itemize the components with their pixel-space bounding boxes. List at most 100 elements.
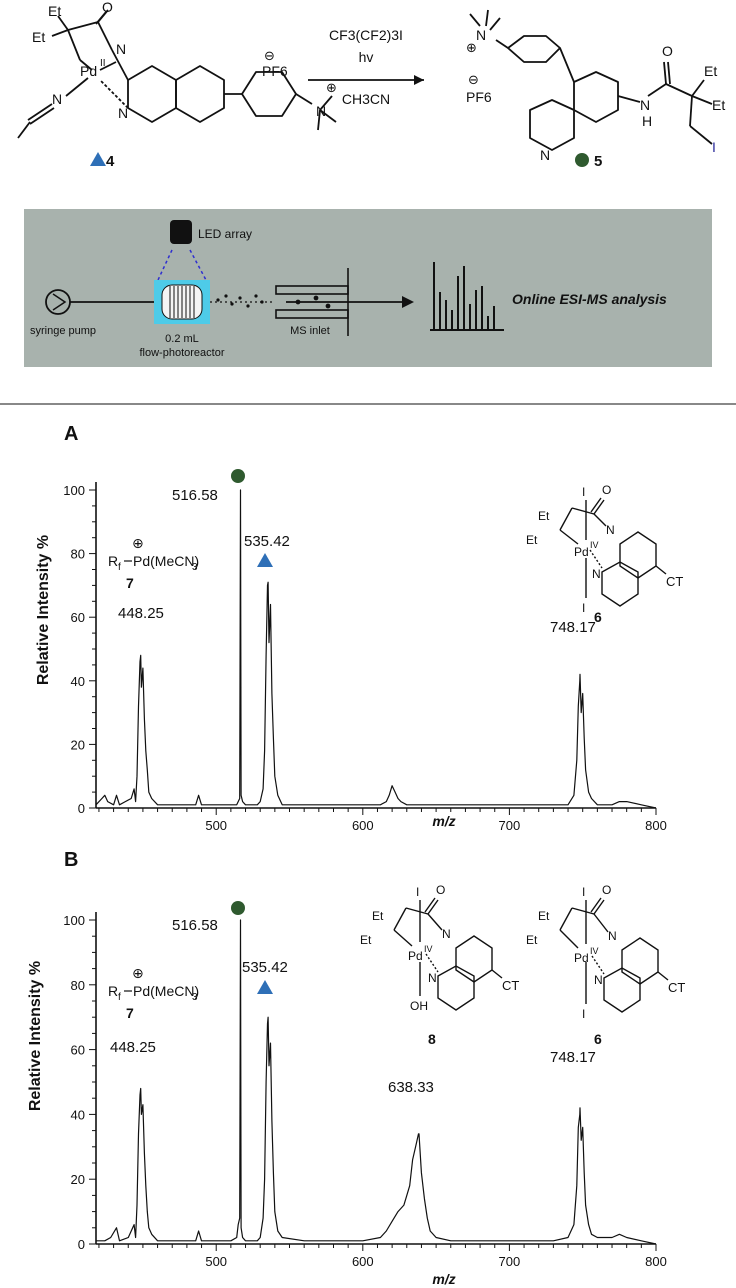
chart-a-y-tick-label-100: 100 bbox=[63, 483, 85, 498]
svg-text:R: R bbox=[108, 553, 118, 569]
product-counterion: PF6 bbox=[466, 89, 492, 105]
ms-spectrum-icon bbox=[430, 262, 504, 331]
reactant-pd-label: Pd bbox=[80, 63, 97, 79]
chart-b-complex-6-pd: Pd bbox=[574, 951, 589, 965]
product-amide-h: H bbox=[642, 113, 652, 129]
chart-b-spectrum-line bbox=[96, 919, 657, 1245]
reaction-arrow-head bbox=[414, 75, 424, 85]
photoreactor-coil-icon bbox=[161, 284, 203, 320]
chart-b-complex-6-number: 6 bbox=[594, 1031, 602, 1047]
chart-a-y-tick-label-60: 60 bbox=[71, 610, 85, 625]
chart-a-ylabel: Relative Intensity % bbox=[35, 535, 52, 685]
product-number: 5 bbox=[594, 153, 602, 170]
reagent-line-2: hv bbox=[359, 49, 374, 65]
chart-b-complex-7: R f Pd(MeCN) 3 ⊕ 7 bbox=[108, 965, 199, 1021]
chart-a-peak-label-516: 516.58 bbox=[172, 487, 218, 504]
chart-a-complex-6-et1: Et bbox=[538, 509, 550, 523]
product-circle-marker bbox=[575, 153, 589, 167]
chart-b-y-tick-label-60: 60 bbox=[71, 1043, 85, 1058]
chart-a-complex-6 bbox=[559, 497, 667, 607]
chart-b-y-tick-label-40: 40 bbox=[71, 1107, 85, 1122]
chart-b-complex-8-number: 8 bbox=[428, 1031, 436, 1047]
reactant-nitrile-n: N bbox=[52, 91, 62, 107]
svg-text:Pd(MeCN): Pd(MeCN) bbox=[133, 983, 199, 999]
chart-b-complex-6-n2: N bbox=[594, 973, 603, 987]
reactant-counterion: PF6 bbox=[262, 63, 288, 79]
chart-a-peak-label-535: 535.42 bbox=[244, 533, 290, 550]
chart-a-x-tick-label-800: 800 bbox=[645, 818, 667, 833]
ms-inlet-label: MS inlet bbox=[290, 325, 330, 337]
svg-text:⊕: ⊕ bbox=[132, 535, 144, 551]
chart-b-complex-8-ct: CT bbox=[502, 978, 519, 993]
photoreactor-label: flow-photoreactor bbox=[140, 347, 225, 359]
product-carbonyl-o: O bbox=[662, 43, 673, 59]
chart-b-peak-label-448: 448.25 bbox=[110, 1039, 156, 1056]
reagent-line-1: CF3(CF2)3I bbox=[329, 27, 403, 43]
chart-a-y-tick-label-20: 20 bbox=[71, 737, 85, 752]
svg-text:R: R bbox=[108, 983, 118, 999]
chart-b-peak-label-516: 516.58 bbox=[172, 917, 218, 934]
chart-a-peak-label-748: 748.17 bbox=[550, 619, 596, 636]
svg-text:⊕: ⊕ bbox=[132, 965, 144, 981]
chart-a-x-tick-label-600: 600 bbox=[352, 818, 374, 833]
experimental-setup: LED array syringe pump 0.2 mL flow-photo… bbox=[24, 209, 712, 367]
chart-a-complex-6-et2: Et bbox=[526, 533, 538, 547]
chart-b-complex-8-n: N bbox=[442, 927, 451, 941]
led-array-body bbox=[170, 220, 192, 244]
chart-a-circle-marker bbox=[231, 469, 245, 483]
chart-a-complex-7: R f Pd(MeCN) 3 ⊕ 7 bbox=[108, 535, 199, 591]
chart-b-peak-label-748: 748.17 bbox=[550, 1049, 596, 1066]
svg-text:f: f bbox=[118, 992, 121, 1003]
chart-b-xlabel: m/z bbox=[432, 1271, 455, 1287]
chart-b-x-tick-label-800: 800 bbox=[645, 1254, 667, 1269]
svg-text:3: 3 bbox=[192, 562, 198, 573]
reactant-et-label-2: Et bbox=[32, 29, 45, 45]
svg-text:7: 7 bbox=[126, 575, 134, 591]
setup-background bbox=[24, 209, 712, 367]
led-array-label: LED array bbox=[198, 227, 252, 241]
reagent-line-3: CH3CN bbox=[342, 91, 390, 107]
chart-b-complex-8 bbox=[393, 897, 503, 1011]
chart-b-peak-label-638: 638.33 bbox=[388, 1079, 434, 1096]
chart-b-complex-6-et2: Et bbox=[526, 933, 538, 947]
chart-a-complex-6-o: O bbox=[602, 483, 611, 497]
chart-b-y-tick-label-20: 20 bbox=[71, 1172, 85, 1187]
reactant-4-structure bbox=[17, 9, 337, 139]
chart-a-x-tick-label-500: 500 bbox=[205, 818, 227, 833]
chart-a-complex-6-ox: IV bbox=[590, 540, 599, 550]
chart-a-y-tick-label-80: 80 bbox=[71, 547, 85, 562]
chart-a-complex-6-n: N bbox=[606, 523, 615, 537]
chart-b-complex-6-ox: IV bbox=[590, 946, 599, 956]
chart-b-complex-6-et1: Et bbox=[538, 909, 550, 923]
product-amide-n: N bbox=[640, 97, 650, 113]
product-cation-charge: ⊕ bbox=[466, 40, 477, 55]
panel-b-label: B bbox=[64, 849, 78, 871]
chart-b-complex-8-i: I bbox=[416, 885, 419, 899]
svg-text:7: 7 bbox=[126, 1005, 134, 1021]
product-et-label-2: Et bbox=[712, 97, 725, 113]
chart-a-x-tick-label-700: 700 bbox=[499, 818, 521, 833]
chart-b-y-tick-label-80: 80 bbox=[71, 978, 85, 993]
chart-a-spectrum-line bbox=[95, 489, 657, 809]
chart-b-x-tick-label-600: 600 bbox=[352, 1254, 374, 1269]
chart-b-complex-8-pd: Pd bbox=[408, 949, 423, 963]
chart-b-complex-6 bbox=[559, 897, 669, 1013]
reactant-ammonium-n: N bbox=[316, 103, 326, 119]
chart-b-complex-8-et1: Et bbox=[372, 909, 384, 923]
online-analysis-label: Online ESI-MS analysis bbox=[512, 291, 667, 307]
reactant-cation-charge: ⊕ bbox=[326, 80, 337, 95]
chart-a-y-tick-label-0: 0 bbox=[78, 801, 85, 816]
chart-b-peak-label-535: 535.42 bbox=[242, 959, 288, 976]
chart-b-complex-6-ct: CT bbox=[668, 980, 685, 995]
chart-a-complex-6-pd: Pd bbox=[574, 545, 589, 559]
chart-b-complex-6-i-top: I bbox=[582, 885, 585, 899]
chart-b-complex-8-n2: N bbox=[428, 971, 437, 985]
chart-b-complex-6-o: O bbox=[602, 883, 611, 897]
photoreactor-volume-label: 0.2 mL bbox=[165, 333, 199, 345]
chart-a-triangle-marker bbox=[257, 553, 273, 567]
chart-a-peak-label-448: 448.25 bbox=[118, 605, 164, 622]
chart-b-complex-8-ox: IV bbox=[424, 944, 433, 954]
chart-b-y-tick-label-0: 0 bbox=[78, 1237, 85, 1252]
chart-a-complex-6-i-bottom: I bbox=[582, 601, 585, 615]
